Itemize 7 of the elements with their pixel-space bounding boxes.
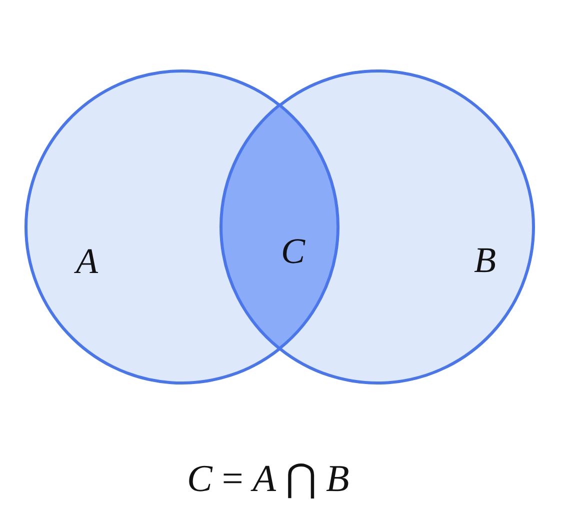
set-circle — [24, 69, 280, 385]
intersection-region — [219, 103, 340, 351]
set-label: A — [76, 243, 98, 279]
set-label: B — [474, 242, 496, 278]
formula-caption: C = A ⋂ B — [187, 460, 350, 498]
set-label: C — [281, 232, 306, 269]
set-circle — [280, 69, 535, 385]
